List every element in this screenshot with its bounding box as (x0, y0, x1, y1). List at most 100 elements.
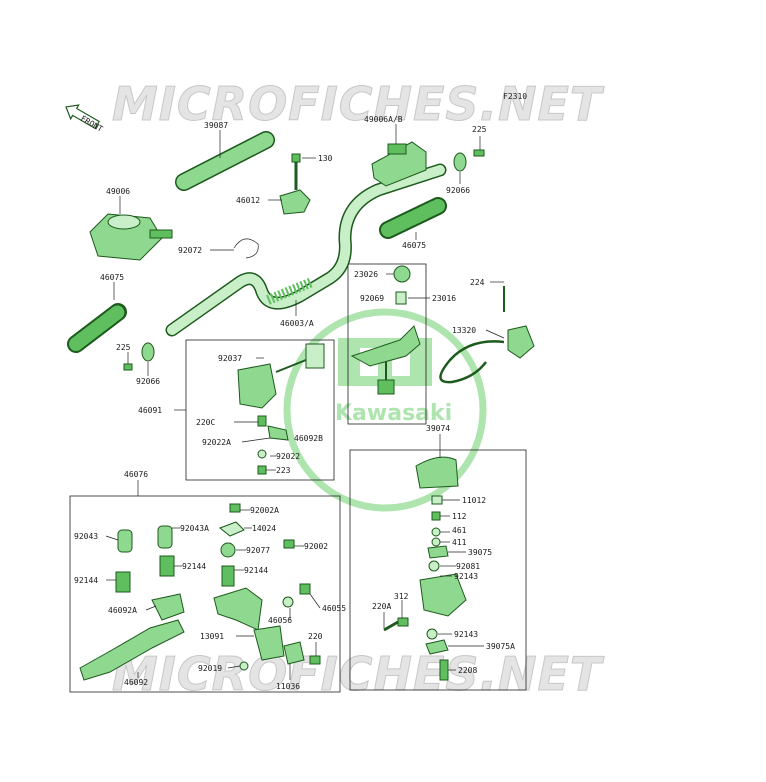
screw-92002 (283, 539, 295, 549)
label-92037: 92037 (218, 354, 242, 363)
washer-92022 (257, 449, 267, 459)
label-46056: 46056 (268, 616, 292, 625)
label-39075A: 39075A (486, 642, 515, 651)
label-13320: 13320 (452, 326, 476, 335)
label-92143b: 92143 (454, 630, 478, 639)
label-92144c: 92144 (244, 566, 268, 575)
lever-assembly-box (69, 495, 341, 693)
cable-13320 (439, 340, 505, 384)
label-39087: 39087 (204, 121, 228, 130)
label-92072: 92072 (178, 246, 202, 255)
case-body (419, 573, 467, 617)
grip-46075-left (67, 303, 127, 353)
spring-92081 (428, 560, 440, 572)
label-46076: 46076 (124, 470, 148, 479)
label-225b: 225 (116, 343, 131, 352)
screw-112 (431, 511, 441, 521)
label-13091: 13091 (200, 632, 224, 641)
grip-39087 (175, 131, 275, 191)
label-92144b: 92144 (182, 562, 206, 571)
label-220: 220 (308, 632, 323, 641)
bolt-220 (309, 655, 321, 665)
label-92002A: 92002A (250, 506, 279, 515)
label-92143a: 92143 (454, 572, 478, 581)
clutch-switch-box (347, 263, 427, 425)
part-labels: 39087 49006A/B 225 130 46012 92066 49006… (74, 115, 515, 691)
label-46003A: 46003/A (280, 319, 314, 328)
label-46092B: 46092B (294, 434, 323, 443)
switch-46091 (237, 363, 277, 409)
plate-39075 (427, 545, 449, 559)
label-92022: 92022 (276, 452, 300, 461)
grip-46075-right (379, 197, 447, 239)
lever-46092 (79, 619, 185, 681)
lever-holder (213, 587, 263, 631)
watermark-bottom: MICROFICHES.NET (112, 647, 605, 701)
label-46012: 46012 (236, 196, 260, 205)
spring-92144-left (115, 571, 131, 593)
plate-39075A (425, 639, 449, 655)
cap-92066-right (453, 152, 467, 172)
label-220A: 220A (372, 602, 391, 611)
washer-46056 (282, 596, 294, 608)
throttle-case-box (349, 449, 527, 691)
pivot-46092B (267, 425, 289, 441)
label-92043: 92043 (74, 532, 98, 541)
label-92081: 92081 (456, 562, 480, 571)
label-92144a: 92144 (74, 576, 98, 585)
label-14024: 14024 (252, 524, 276, 533)
connector (305, 343, 325, 369)
label-11012: 11012 (462, 496, 486, 505)
part-11012 (431, 495, 443, 505)
bracket-23016 (350, 325, 421, 367)
label-92066a: 92066 (446, 186, 470, 195)
washer-92019 (239, 661, 249, 671)
label-312: 312 (394, 592, 409, 601)
label-46075a: 46075 (100, 273, 124, 282)
washer-92143 (426, 628, 438, 640)
label-461: 461 (452, 526, 467, 535)
pivot-46092A (151, 593, 185, 621)
clamp-11036 (283, 641, 305, 665)
cover-39074 (415, 456, 459, 489)
screw-46055 (299, 583, 311, 595)
cap-92043A (157, 525, 173, 549)
label-112: 112 (452, 512, 467, 521)
clip-92072 (233, 238, 259, 259)
label-11036: 11036 (276, 682, 300, 691)
screw-312 (397, 617, 409, 627)
bolt-225-left (123, 363, 133, 371)
label-49006: 49006 (106, 187, 130, 196)
logo-text: Kawasaki (335, 401, 452, 426)
spring-92144-right (221, 565, 235, 587)
label-39074: 39074 (426, 424, 450, 433)
screw-92002A (229, 503, 241, 513)
label-46091: 46091 (138, 406, 162, 415)
plate-14024 (219, 521, 245, 537)
cap-23026 (393, 265, 411, 283)
handlebar-part (165, 163, 447, 337)
bushing-92077 (220, 542, 236, 558)
label-223: 223 (276, 466, 291, 475)
label-23026: 23026 (354, 270, 378, 279)
watermark-top: MICROFICHES.NET (112, 77, 605, 131)
label-46075b: 46075 (402, 241, 426, 250)
label-220C: 220C (196, 418, 215, 427)
switch-block (377, 379, 395, 395)
nut-461 (431, 527, 441, 537)
label-46092A: 46092A (108, 606, 137, 615)
clamp-13091 (253, 625, 285, 661)
label-39075: 39075 (468, 548, 492, 557)
label-46055: 46055 (322, 604, 346, 613)
bolt-2208 (439, 659, 449, 681)
spring-92144-mid (159, 555, 175, 577)
label-92069: 92069 (360, 294, 384, 303)
label-92002: 92002 (304, 542, 328, 551)
clamp-46012 (279, 153, 311, 215)
label-92066b: 92066 (136, 377, 160, 386)
label-2208: 2208 (458, 666, 477, 675)
housing-49006AB (371, 141, 427, 187)
part-92069 (395, 291, 407, 305)
label-130: 130 (318, 154, 333, 163)
